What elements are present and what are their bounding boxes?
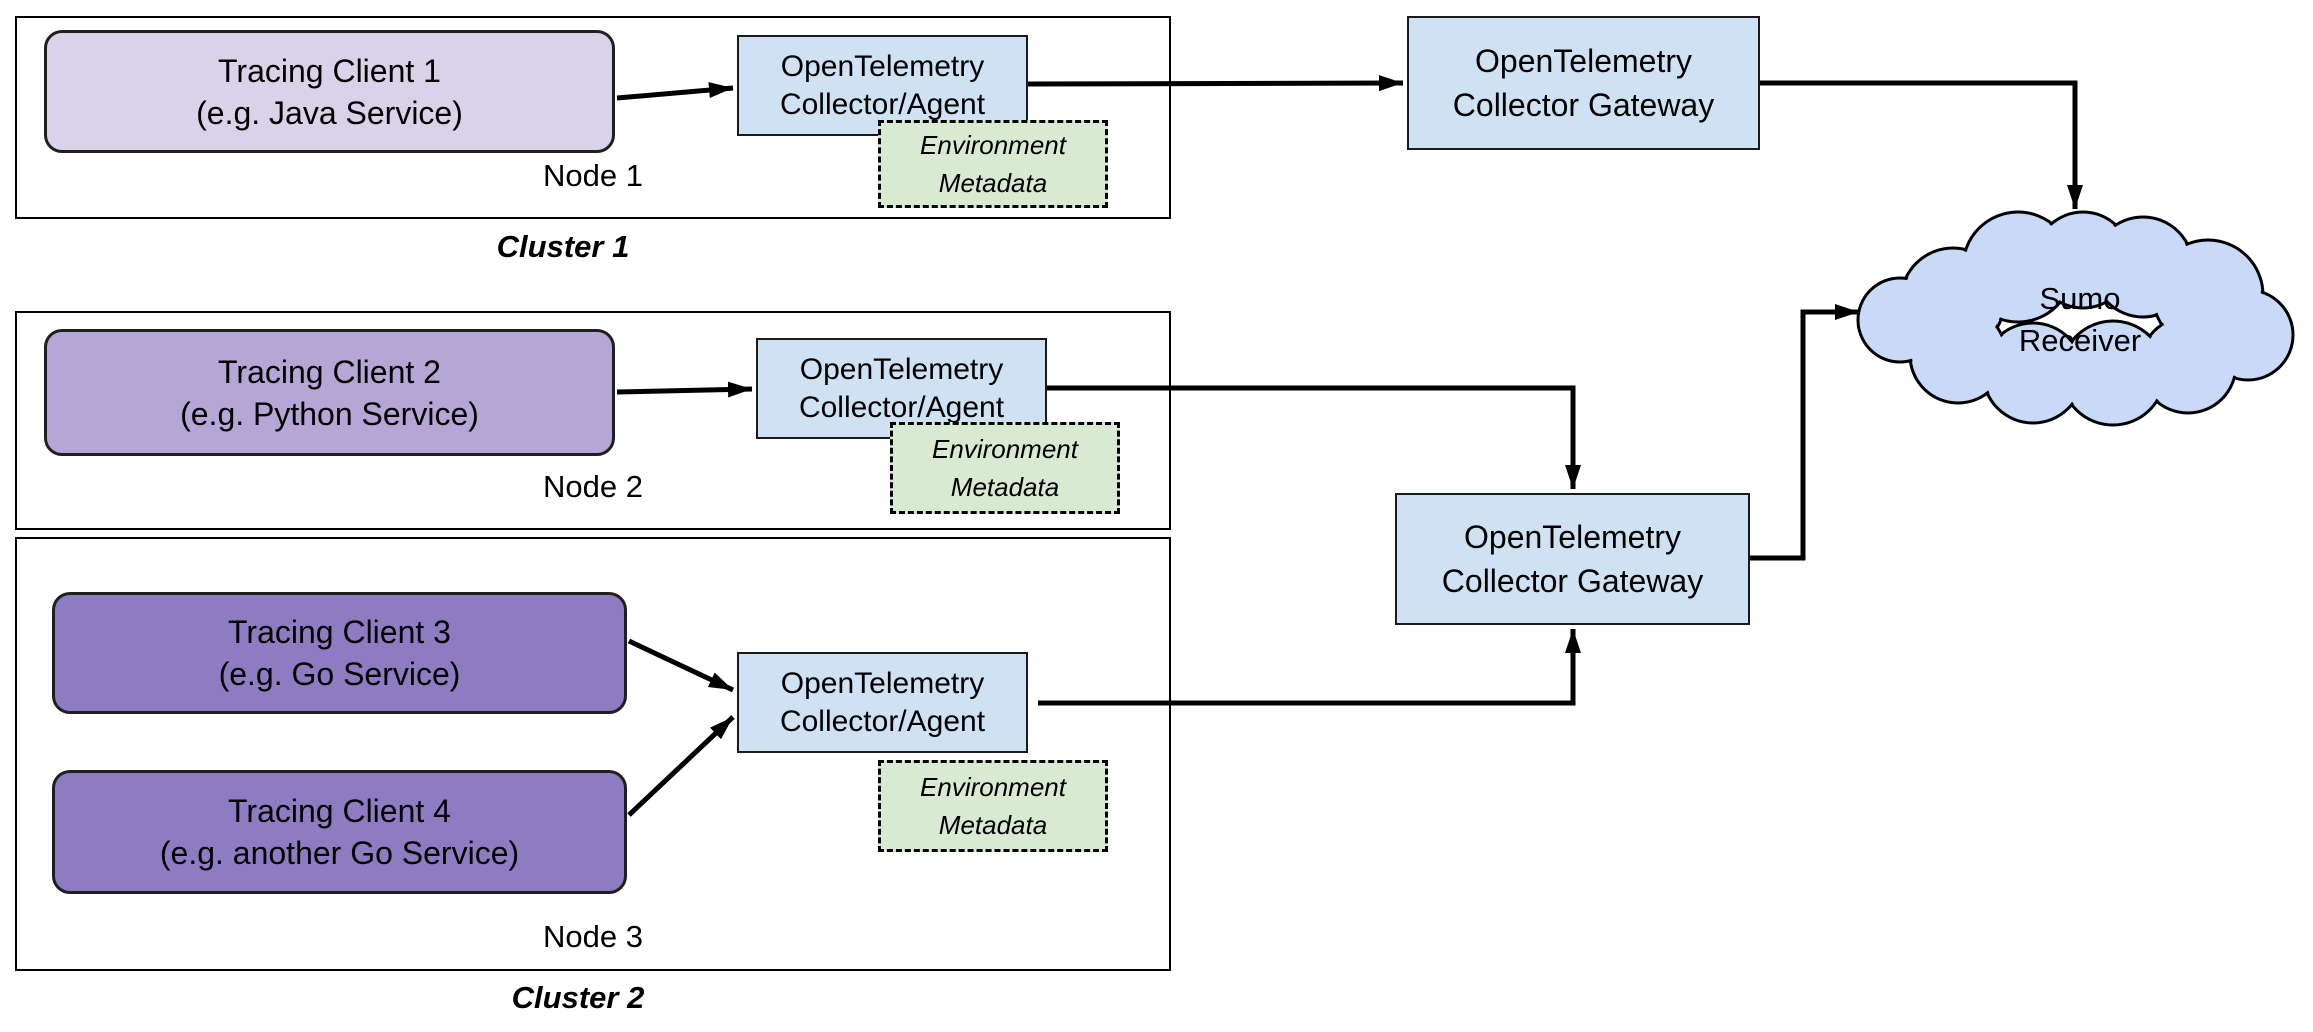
cluster1-label: Cluster 1 [496,229,630,264]
tracing-client-2-title: Tracing Client 2 [218,353,441,390]
tracing-client-1-subtitle: (e.g. Java Service) [196,94,463,131]
tracing-client-3-subtitle: (e.g. Go Service) [218,656,461,692]
environment-metadata-node2-line1: Environment [932,434,1078,464]
environment-metadata-node3-line2: Metadata [938,810,1048,840]
collector-gateway-2-line2: Collector Gateway [1441,563,1704,599]
tracing-client-1-box: Tracing Client 1 (e.g. Java Service) [44,30,615,153]
environment-metadata-node1-line2: Metadata [938,168,1048,198]
collector-gateway-2-line1: OpenTelemetry [1464,519,1681,555]
environment-metadata-node3-line1: Environment [920,772,1066,802]
environment-metadata-node2-box: Environment Metadata [890,422,1120,514]
tracing-client-4-box: Tracing Client 4 (e.g. another Go Servic… [52,770,627,894]
node2-label: Node 2 [543,469,643,504]
collector-agent-node1-line1: OpenTelemetry [780,49,985,83]
sumo-receiver-line2: Receiver [2018,323,2142,358]
collector-agent-node3-line1: OpenTelemetry [780,666,985,700]
collector-agent-node3-box: OpenTelemetry Collector/Agent [737,652,1028,753]
environment-metadata-node3-box: Environment Metadata [878,760,1108,852]
tracing-client-4-title: Tracing Client 4 [228,793,451,829]
environment-metadata-node2-line2: Metadata [950,472,1060,502]
tracing-client-3-title: Tracing Client 3 [228,614,451,650]
collector-agent-node2-line1: OpenTelemetry [799,352,1004,386]
arrow-gateway1-to-cloud [1760,80,2083,209]
collector-agent-node1-line2: Collector/Agent [779,87,986,121]
environment-metadata-node1-line1: Environment [920,130,1066,160]
cluster2-label: Cluster 2 [511,980,645,1015]
collector-gateway-2-box: OpenTelemetry Collector Gateway [1395,493,1750,625]
node1-label: Node 1 [543,158,643,193]
sumo-receiver-line1: Sumo [2039,281,2121,316]
tracing-client-2-box: Tracing Client 2 (e.g. Python Service) [44,329,615,456]
collector-gateway-1-box: OpenTelemetry Collector Gateway [1407,16,1760,150]
collector-gateway-1-line2: Collector Gateway [1452,87,1715,123]
collector-agent-node2-line2: Collector/Agent [798,390,1005,424]
collector-gateway-1-line1: OpenTelemetry [1475,43,1692,79]
sumo-receiver-label: Sumo Receiver [1930,270,2230,370]
tracing-client-4-subtitle: (e.g. another Go Service) [159,835,520,871]
node3-label: Node 3 [543,919,643,954]
arrow-gateway2-to-cloud [1750,304,1859,561]
collector-agent-node1-box: OpenTelemetry Collector/Agent [737,35,1028,136]
collector-agent-node3-line2: Collector/Agent [779,704,986,738]
tracing-client-3-box: Tracing Client 3 (e.g. Go Service) [52,592,627,714]
tracing-client-2-subtitle: (e.g. Python Service) [180,395,479,432]
tracing-client-1-title: Tracing Client 1 [218,52,441,89]
environment-metadata-node1-box: Environment Metadata [878,120,1108,208]
